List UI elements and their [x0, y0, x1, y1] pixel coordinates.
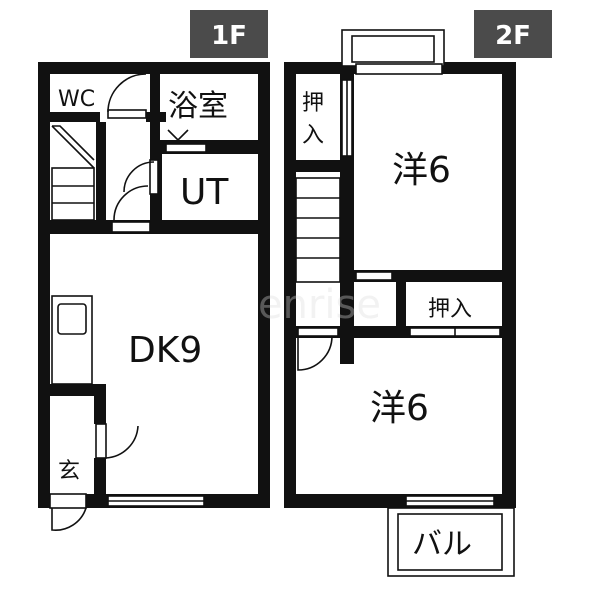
lower-room-door	[297, 327, 339, 337]
room-label-bath: 浴室	[168, 89, 228, 124]
dk-door-swing	[113, 185, 149, 221]
wall	[94, 458, 106, 508]
wall	[502, 62, 516, 508]
room-label-dining-kitchen: DK9	[128, 330, 202, 371]
wall	[258, 62, 270, 508]
floor-1f	[38, 62, 270, 508]
ut-door	[149, 159, 159, 195]
fixtures-1f	[49, 73, 207, 531]
stairs-2f	[295, 177, 341, 283]
entrance-inner-door	[95, 423, 107, 459]
upper-room-door	[355, 271, 393, 281]
floor-label-1f: 1F	[211, 21, 247, 51]
wall	[94, 384, 106, 424]
room-label-balcony: バル	[412, 527, 472, 562]
floor-label-2f: 2F	[495, 21, 531, 51]
wall	[50, 220, 258, 234]
wall	[96, 122, 106, 220]
watermark: enrise	[258, 282, 381, 328]
room-label-entrance: 玄	[58, 459, 80, 484]
bath-door-mark	[167, 129, 189, 142]
room-label-closet-upper-2: 入	[302, 123, 324, 148]
room-label-western-lower: 洋6	[370, 388, 429, 429]
wall	[396, 282, 406, 332]
front-door-swing	[51, 507, 87, 531]
wc-door	[107, 109, 147, 119]
balcony	[387, 507, 515, 577]
floor-badge-1f: 1F	[190, 10, 268, 58]
room-label-utility: UT	[180, 172, 229, 213]
upper-window-inner	[351, 35, 435, 63]
kitchen-sink	[57, 303, 87, 335]
stairs-1f-diagonal	[51, 125, 95, 169]
wall	[38, 62, 270, 74]
stairs-1f	[51, 167, 95, 221]
wall	[296, 160, 346, 172]
fixtures-2f	[295, 29, 515, 577]
wall	[150, 74, 160, 146]
room-label-closet-upper-1: 押	[302, 91, 324, 116]
floor-badge-2f: 2F	[474, 10, 552, 58]
dk-door	[111, 221, 151, 233]
ut-door-swing	[123, 161, 155, 193]
bath-door	[165, 143, 207, 153]
stair-winder	[52, 125, 95, 161]
wall	[50, 384, 102, 396]
wall	[284, 62, 296, 508]
balcony-inner	[397, 513, 503, 571]
lower-room-door-swing	[297, 335, 333, 371]
entrance-inner-door-swing	[105, 425, 139, 459]
upper-window-sash	[355, 63, 443, 75]
wc-door-swing	[107, 73, 147, 113]
wall	[50, 112, 100, 122]
room-label-wc: WC	[58, 87, 95, 112]
wall	[38, 62, 50, 508]
room-label-closet-mid: 押入	[428, 297, 472, 322]
front-door	[49, 493, 87, 509]
room-label-western-upper: 洋6	[392, 150, 451, 191]
